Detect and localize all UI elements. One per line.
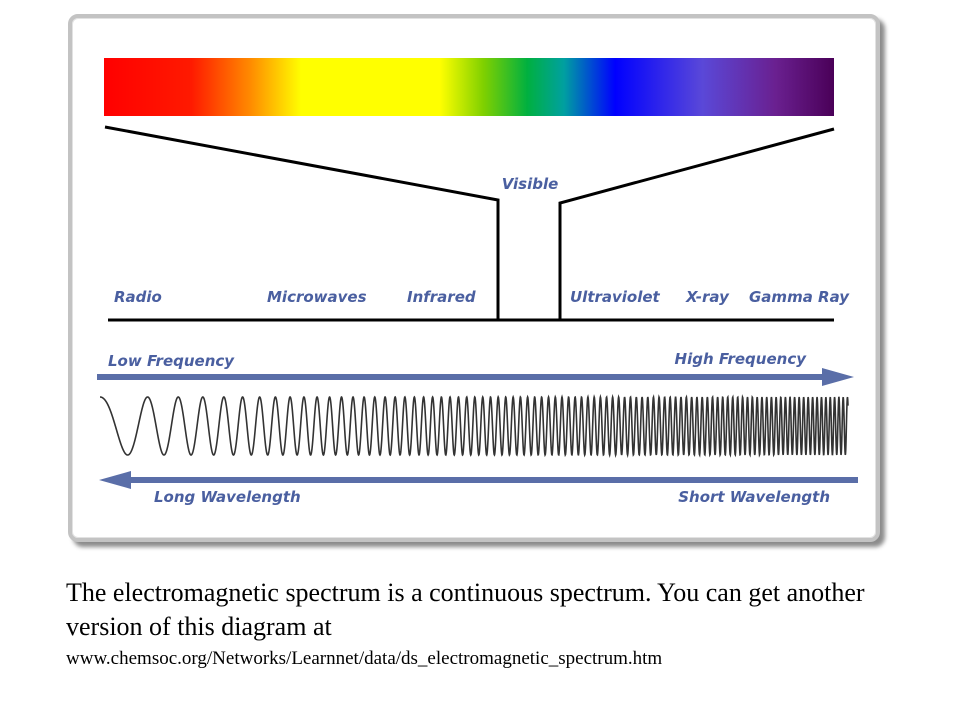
band-label-infrared: Infrared	[407, 288, 476, 306]
long-wavelength-label: Long Wavelength	[154, 488, 301, 506]
electromagnetic-wave	[99, 393, 849, 459]
wavelength-arrow	[99, 471, 858, 489]
visible-spectrum-bar	[104, 58, 834, 116]
band-label-gamma-ray: Gamma Ray	[749, 288, 850, 306]
short-wavelength-label: Short Wavelength	[678, 488, 830, 506]
band-label-ultraviolet: Ultraviolet	[570, 288, 661, 306]
frequency-arrow	[97, 368, 854, 386]
band-label-x-ray: X-ray	[685, 288, 730, 306]
caption-text: The electromagnetic spectrum is a contin…	[66, 578, 865, 641]
electromagnetic-spectrum-diagram: Visible Radio Microwaves Infrared Ultrav…	[97, 58, 858, 506]
caption-url: www.chemsoc.org/Networks/Learnnet/data/d…	[66, 648, 663, 669]
funnel-left-line	[104, 125, 500, 320]
visible-label: Visible	[502, 175, 559, 193]
high-frequency-label: High Frequency	[675, 350, 808, 368]
band-label-microwaves: Microwaves	[267, 288, 367, 306]
low-frequency-label: Low Frequency	[108, 352, 235, 370]
funnel-right-line	[558, 127, 835, 320]
band-label-radio: Radio	[114, 288, 162, 306]
caption: The electromagnetic spectrum is a contin…	[66, 576, 946, 672]
